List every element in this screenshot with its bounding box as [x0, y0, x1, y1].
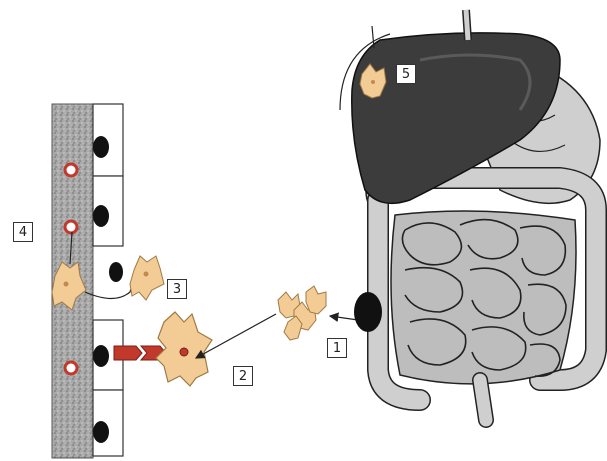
arrow-cluster-to-cell: [196, 314, 276, 358]
label-1: 1: [327, 338, 347, 358]
label-2: 2: [233, 366, 253, 386]
label-4: 4: [13, 222, 33, 242]
arrow-intestine-to-cluster: [330, 316, 358, 320]
red-arrow: [114, 346, 142, 360]
lymphoid-patch: [354, 292, 382, 332]
cell-cluster: [278, 286, 326, 340]
activated-cell: [156, 312, 212, 386]
nucleus: [93, 136, 109, 158]
adhering-cell: [130, 256, 164, 300]
nucleus: [93, 205, 109, 227]
nucleus: [93, 421, 109, 443]
nucleus: [109, 262, 123, 282]
receptor-ring: [65, 221, 77, 233]
label-5: 5: [396, 64, 416, 84]
receptor-ring: [65, 362, 77, 374]
nucleus: [93, 345, 109, 367]
label-3: 3: [167, 279, 187, 299]
receptor-ring: [65, 164, 77, 176]
